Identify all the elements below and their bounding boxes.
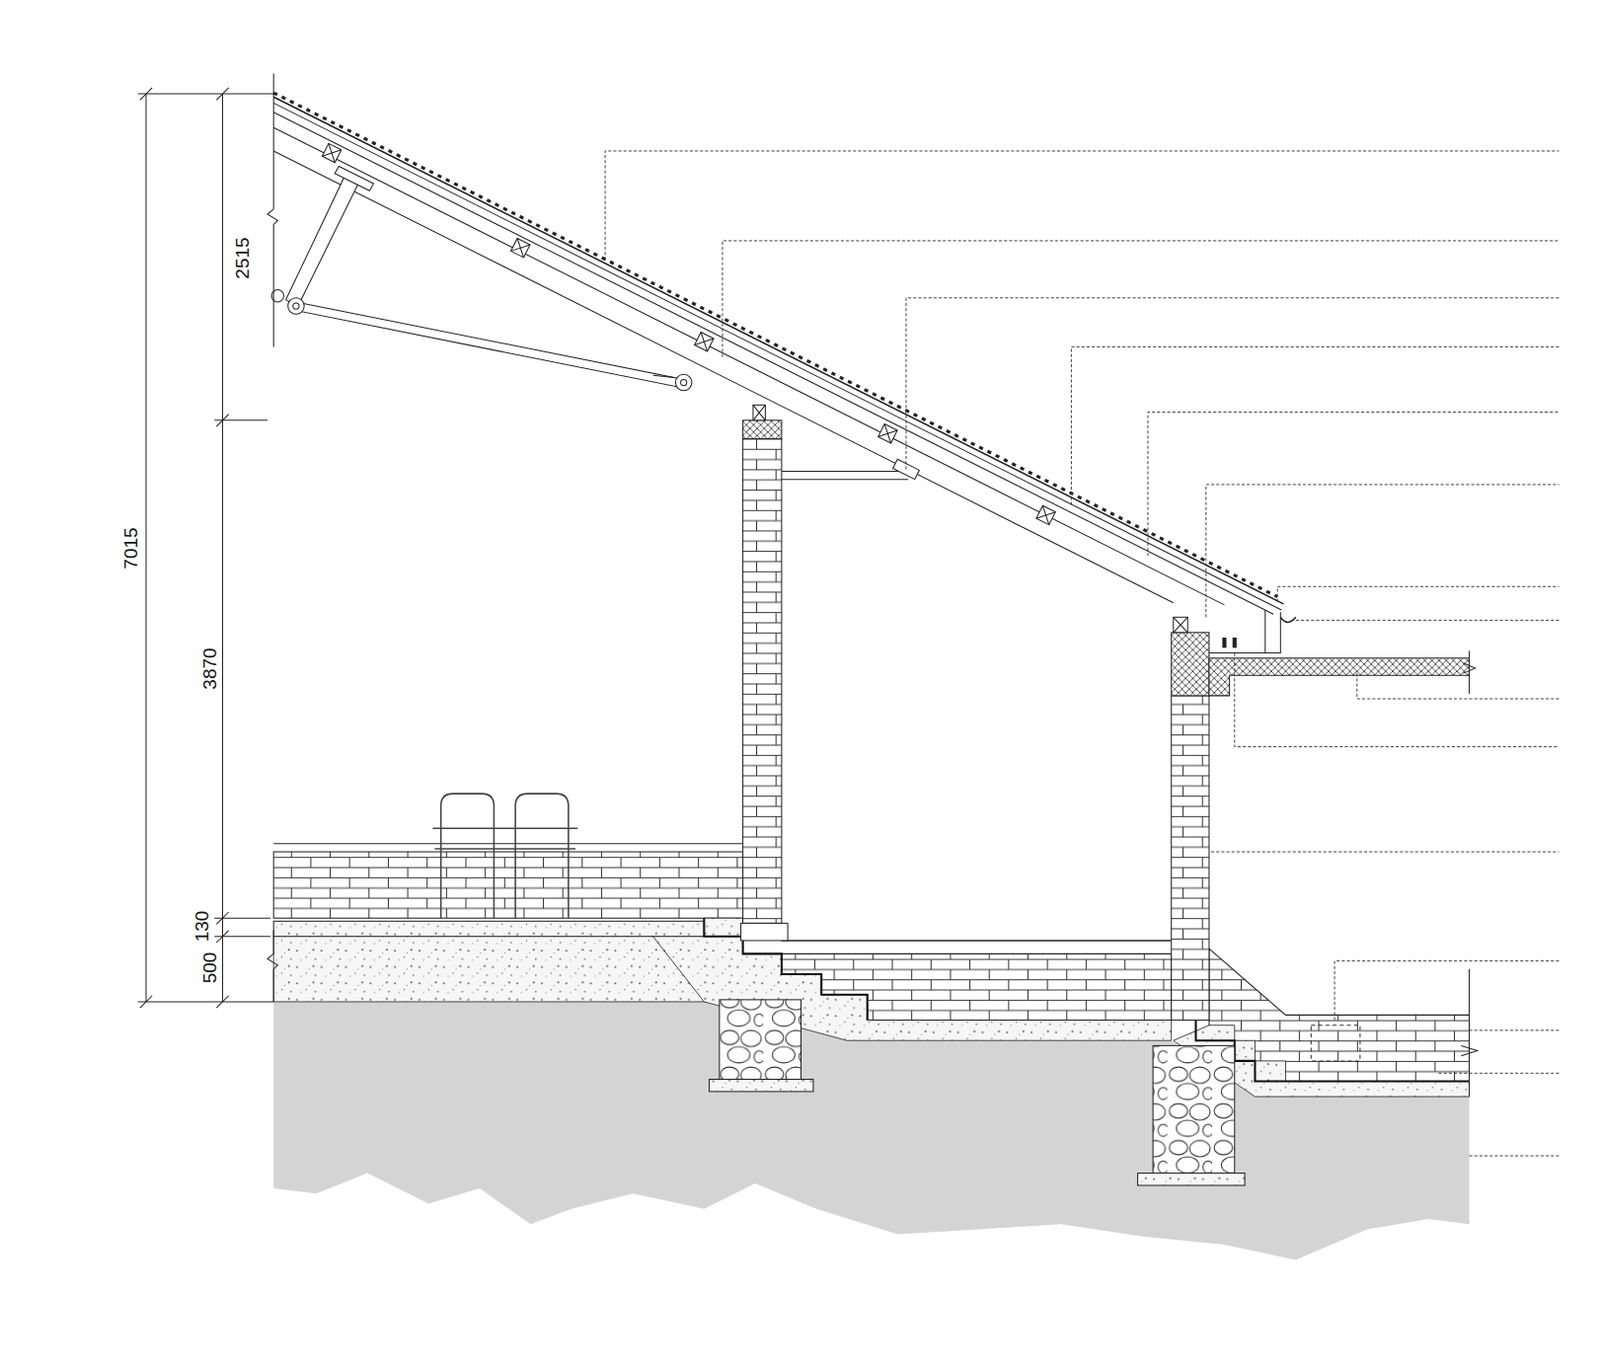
dimension-label: 3870	[199, 647, 219, 689]
dimension-label: 7015	[121, 527, 141, 569]
dimension-label: 500	[200, 951, 220, 984]
dimension-label: 130	[192, 911, 212, 943]
dimension-label: 2515	[232, 236, 252, 279]
